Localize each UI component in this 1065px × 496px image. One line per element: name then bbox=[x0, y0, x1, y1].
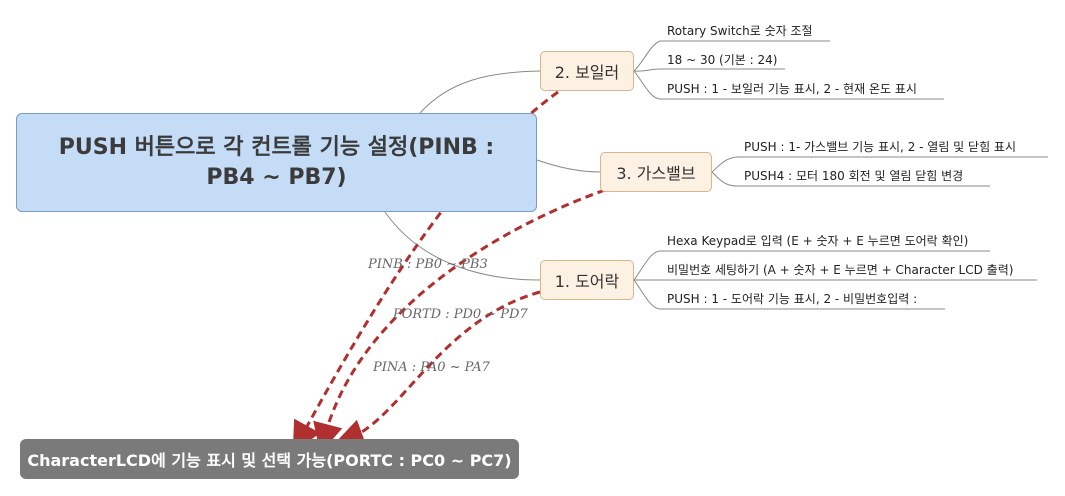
port-label-portd: PORTD : PD0 ~ PD7 bbox=[393, 307, 528, 322]
branch-boiler-label: 2. 보일러 bbox=[554, 63, 620, 82]
leaf-gasvalve-push[interactable]: PUSH : 1- 가스밸브 기능 표시, 2 - 열림 및 닫힘 표시 bbox=[744, 140, 1017, 154]
dashed-arrow-gasvalve bbox=[313, 188, 606, 454]
leaf-doorlock-keypad[interactable]: Hexa Keypad로 입력 (E + 숫자 + E 누르면 도어락 확인) bbox=[667, 234, 969, 248]
leaf-doorlock-password[interactable]: 비밀번호 세팅하기 (A + 숫자 + E 누르면 + Character LC… bbox=[667, 263, 1014, 277]
dashed-arrow-doorlock bbox=[333, 290, 541, 448]
lcd-display-topic[interactable]: CharacterLCD에 기능 표시 및 선택 가능(PORTC : PC0 … bbox=[20, 439, 519, 479]
leaf-boiler-push[interactable]: PUSH : 1 - 보일러 기능 표시, 2 - 현재 온도 표시 bbox=[667, 82, 917, 96]
port-label-pina: PINA : PA0 ~ PA7 bbox=[373, 360, 490, 375]
branch-doorlock-label: 1. 도어락 bbox=[554, 272, 620, 291]
edge-central-boiler bbox=[419, 70, 541, 114]
edge-boiler-leaf bbox=[633, 68, 661, 72]
leaf-doorlock-push[interactable]: PUSH : 1 - 도어락 기능 표시, 2 - 비밀번호입력 : bbox=[667, 292, 918, 306]
port-label-pinb: PINB : PB0 ~ PB3 bbox=[368, 257, 488, 272]
leaf-boiler-range[interactable]: 18 ~ 30 (기본 : 24) bbox=[667, 53, 778, 67]
leaf-boiler-rotary[interactable]: Rotary Switch로 숫자 조절 bbox=[667, 24, 813, 38]
central-topic-label: PUSH 버튼으로 각 컨트롤 기능 설정(PINB : PB4 ~ PB7) bbox=[58, 134, 495, 190]
edge-central-doorlock bbox=[384, 211, 541, 281]
central-topic[interactable]: PUSH 버튼으로 각 컨트롤 기능 설정(PINB : PB4 ~ PB7) bbox=[16, 113, 537, 212]
branch-gasvalve[interactable]: 3. 가스밸브 bbox=[600, 152, 712, 192]
edge-boiler-leaf bbox=[633, 70, 661, 100]
edge-boiler-leaf bbox=[633, 40, 661, 72]
branch-boiler[interactable]: 2. 보일러 bbox=[540, 51, 634, 91]
edge-doorlock-leaf bbox=[633, 279, 661, 310]
branch-gasvalve-label: 3. 가스밸브 bbox=[616, 164, 696, 183]
branch-doorlock[interactable]: 1. 도어락 bbox=[540, 260, 634, 300]
edge-gasvalve-leaf bbox=[711, 171, 738, 187]
lcd-display-label: CharacterLCD에 기능 표시 및 선택 가능(PORTC : PC0 … bbox=[27, 451, 512, 470]
edge-doorlock-leaf bbox=[633, 250, 661, 281]
edge-central-gasvalve bbox=[536, 159, 601, 173]
edge-gasvalve-leaf bbox=[711, 156, 738, 173]
leaf-gasvalve-push4[interactable]: PUSH4 : 모터 180 회전 및 열림 닫힘 변경 bbox=[744, 169, 964, 183]
